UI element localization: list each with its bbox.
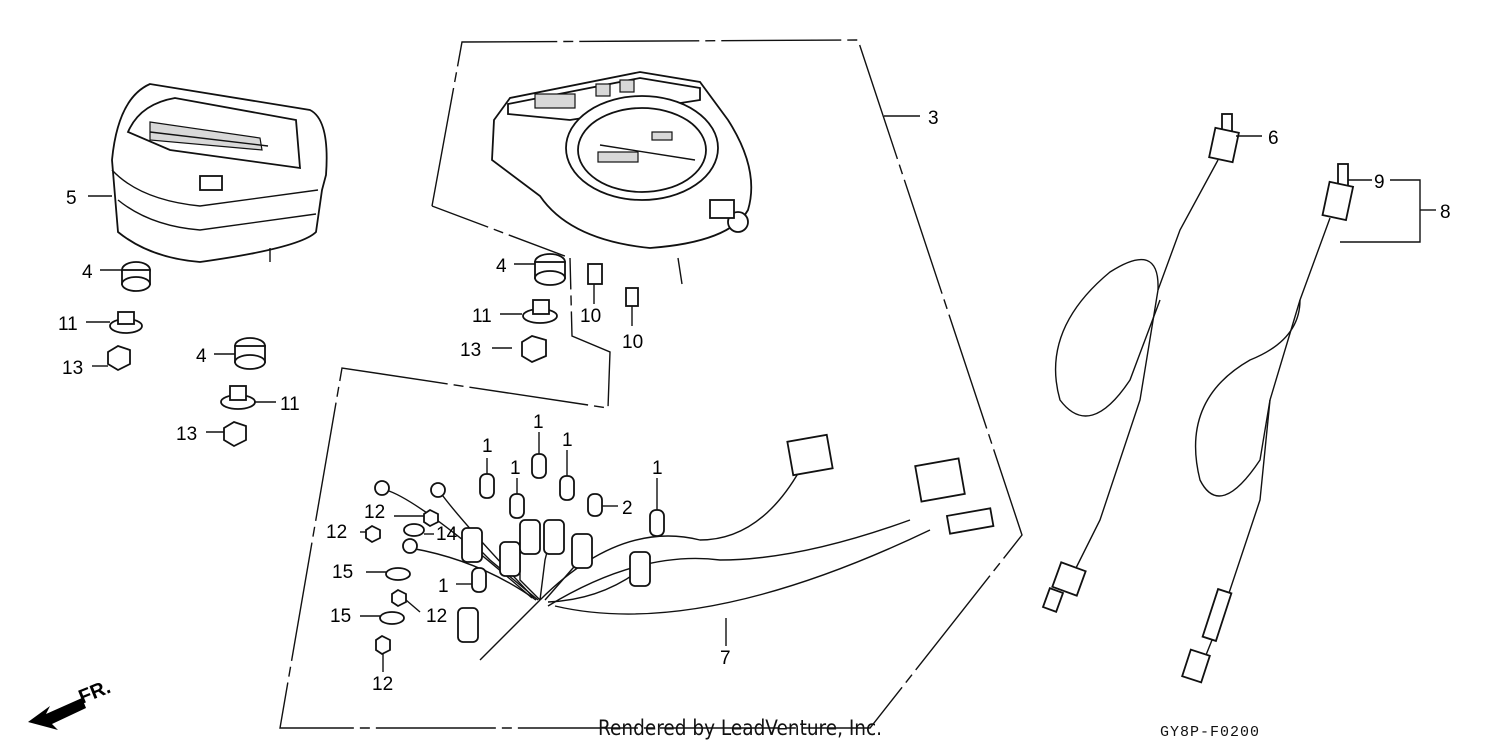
bulb-1c <box>559 475 575 501</box>
front-label: FR. <box>76 676 114 708</box>
bulb-1f <box>471 567 487 593</box>
nut-13a <box>107 345 131 372</box>
callout-1: 1 <box>482 436 493 457</box>
bulb-1b <box>531 453 547 479</box>
callout-8: 8 <box>1440 202 1451 223</box>
left-meter-assembly <box>111 83 328 263</box>
callout-12: 12 <box>372 674 393 695</box>
socket-b <box>499 541 521 577</box>
collar-11a <box>109 311 143 334</box>
callout-11: 11 <box>280 394 300 415</box>
socket-d <box>543 519 565 555</box>
center-meter-assembly <box>491 71 753 285</box>
callout-5: 5 <box>66 188 77 209</box>
washer-15a <box>385 567 411 581</box>
callout-4: 4 <box>196 346 207 367</box>
callout-7: 7 <box>720 648 731 669</box>
callout-2: 2 <box>622 498 633 519</box>
callout-12: 12 <box>364 502 385 523</box>
diagram-code: GY8P-F0200 <box>1160 724 1261 741</box>
callout-11: 11 <box>472 306 492 327</box>
callout-13: 13 <box>176 424 197 445</box>
callout-10: 10 <box>622 332 643 353</box>
render-credit: Rendered by LeadVenture, Inc. <box>598 716 883 740</box>
callout-labels: 5 4 11 13 4 11 13 3 4 11 13 10 10 1 1 1 … <box>58 108 1451 695</box>
callout-6: 6 <box>1268 128 1279 149</box>
callout-10: 10 <box>580 306 601 327</box>
terminal-ring-a <box>374 480 390 496</box>
group-outline-meter <box>279 39 1023 729</box>
screw-10a <box>587 263 603 285</box>
grommet-4a <box>121 261 151 292</box>
callout-9: 9 <box>1374 172 1385 193</box>
collar-11b <box>220 385 256 410</box>
socket-c <box>519 519 541 555</box>
cable-8 <box>1181 163 1355 684</box>
nut-12b <box>365 524 381 544</box>
socket-a <box>461 527 483 563</box>
callout-15: 15 <box>330 606 351 627</box>
callout-15: 15 <box>332 562 353 583</box>
leader-lines <box>86 115 1436 672</box>
bulb-1a <box>479 473 495 499</box>
nut-12d <box>375 634 391 656</box>
socket-g <box>457 607 479 643</box>
socket-f <box>629 551 651 587</box>
washer-15b <box>379 611 405 625</box>
callout-4: 4 <box>82 262 93 283</box>
callout-1: 1 <box>562 430 573 451</box>
nut-13b <box>223 421 247 448</box>
callout-14: 14 <box>436 524 458 545</box>
terminal-ring-b <box>430 482 446 498</box>
bulb-1d <box>509 493 525 519</box>
callout-12: 12 <box>426 606 447 627</box>
callout-1: 1 <box>533 412 544 433</box>
washer-14 <box>403 523 425 537</box>
bulb-2 <box>587 493 603 517</box>
cable-6 <box>1041 113 1240 613</box>
bulb-1e <box>649 509 665 537</box>
callout-1: 1 <box>652 458 663 479</box>
collar-11c <box>522 299 558 324</box>
nut-12c <box>391 588 407 608</box>
callout-11: 11 <box>58 314 78 335</box>
socket-e <box>571 533 593 569</box>
callout-3: 3 <box>928 108 939 129</box>
grommet-4b <box>234 337 266 370</box>
nut-13c <box>521 335 547 364</box>
callout-1: 1 <box>510 458 521 479</box>
screw-10b <box>625 287 639 307</box>
terminal-ring-c <box>402 538 418 554</box>
callout-13: 13 <box>460 340 481 361</box>
nut-12a <box>423 508 439 528</box>
callout-4: 4 <box>496 256 507 277</box>
callout-12: 12 <box>326 522 347 543</box>
callout-13: 13 <box>62 358 83 379</box>
callout-1: 1 <box>438 576 449 597</box>
arrow-left-icon <box>28 698 86 730</box>
front-arrow-indicator: FR. <box>28 676 114 730</box>
grommet-4c <box>534 253 566 286</box>
